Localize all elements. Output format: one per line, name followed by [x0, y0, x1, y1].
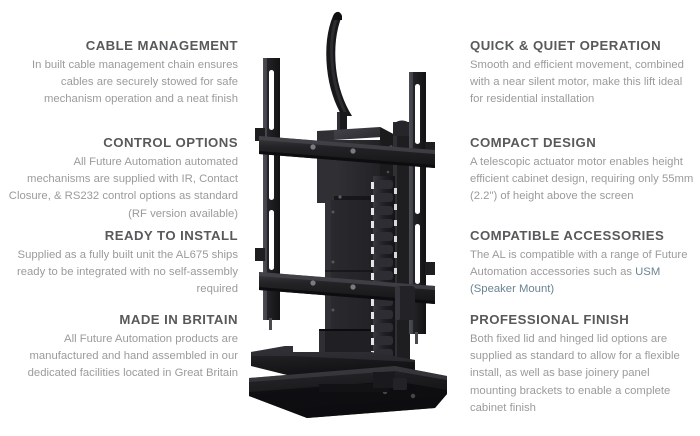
- feature-control-options: CONTROL OPTIONS All Future Automation au…: [8, 135, 238, 223]
- cable-hose-icon: [326, 11, 352, 116]
- chain-foot-bracket: [393, 378, 407, 390]
- right-mounting-rail: [409, 72, 435, 344]
- feature-body: All Future Automation automated mechanis…: [8, 156, 238, 220]
- base-plate-assembly: [249, 346, 447, 418]
- tv-lift-illustration: [249, 11, 447, 418]
- feature-professional-finish: PROFESSIONAL FINISH Both fixed lid and h…: [470, 312, 694, 417]
- feature-quick-quiet-operation: QUICK & QUIET OPERATION Smooth and effic…: [470, 38, 694, 109]
- feature-body: Both fixed lid and hinged lid options ar…: [470, 333, 680, 414]
- upper-crossbar: [259, 136, 435, 168]
- feature-body: Smooth and efficient movement, combined …: [470, 59, 684, 106]
- chain-foot: [373, 372, 395, 388]
- feature-title: COMPATIBLE ACCESSORIES: [470, 228, 665, 243]
- feature-title: CABLE MANAGEMENT: [85, 38, 238, 53]
- feature-title: PROFESSIONAL FINISH: [470, 312, 630, 327]
- feature-compatible-accessories: COMPATIBLE ACCESSORIES The AL is compati…: [470, 228, 694, 299]
- product-image-tv-lift: [245, 0, 470, 436]
- feature-title: COMPACT DESIGN: [470, 135, 597, 150]
- feature-body: The AL is compatible with a range of Fut…: [470, 247, 694, 299]
- lower-crossbar: [259, 272, 435, 304]
- left-mounting-rail: [255, 58, 280, 330]
- feature-title: QUICK & QUIET OPERATION: [470, 38, 662, 53]
- feature-title: READY TO INSTALL: [104, 228, 238, 243]
- feature-made-in-britain: MADE IN BRITAIN All Future Automation pr…: [8, 312, 238, 383]
- feature-cable-management: CABLE MANAGEMENT In built cable manageme…: [8, 38, 238, 109]
- feature-body-text: The AL is compatible with a range of Fut…: [470, 249, 688, 279]
- feature-body: All Future Automation products are manuf…: [27, 333, 238, 380]
- feature-compact-design: COMPACT DESIGN A telescopic actuator mot…: [470, 135, 694, 206]
- feature-body: A telescopic actuator motor enables heig…: [470, 156, 694, 203]
- slider-block: [395, 286, 415, 320]
- feature-title: CONTROL OPTIONS: [103, 135, 238, 150]
- cable-stem-highlight: [337, 112, 340, 130]
- feature-body: Supplied as a fully built unit the AL675…: [16, 249, 238, 296]
- cable-stem: [337, 112, 347, 130]
- feature-title: MADE IN BRITAIN: [119, 312, 238, 327]
- usm-speaker-mount-link[interactable]: USM (Speaker Mount): [470, 266, 661, 296]
- feature-body: In built cable management chain ensures …: [32, 59, 238, 106]
- feature-ready-to-install: READY TO INSTALL Supplied as a fully bui…: [8, 228, 238, 299]
